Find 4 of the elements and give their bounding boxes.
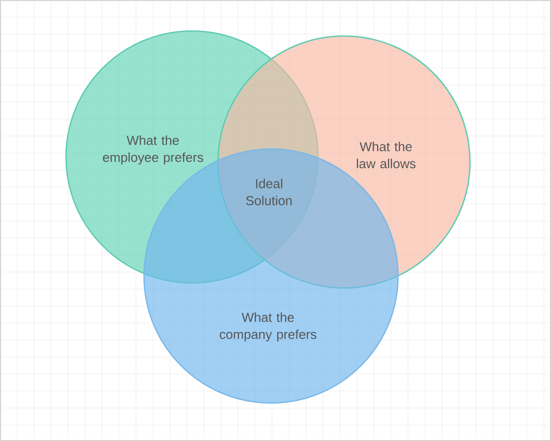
overlap-label: Ideal Solution <box>246 178 292 206</box>
circle-label: What the employee prefers <box>102 135 204 165</box>
circle-label: What the law allows <box>356 142 416 168</box>
circle-label: What the company prefers <box>220 312 316 342</box>
